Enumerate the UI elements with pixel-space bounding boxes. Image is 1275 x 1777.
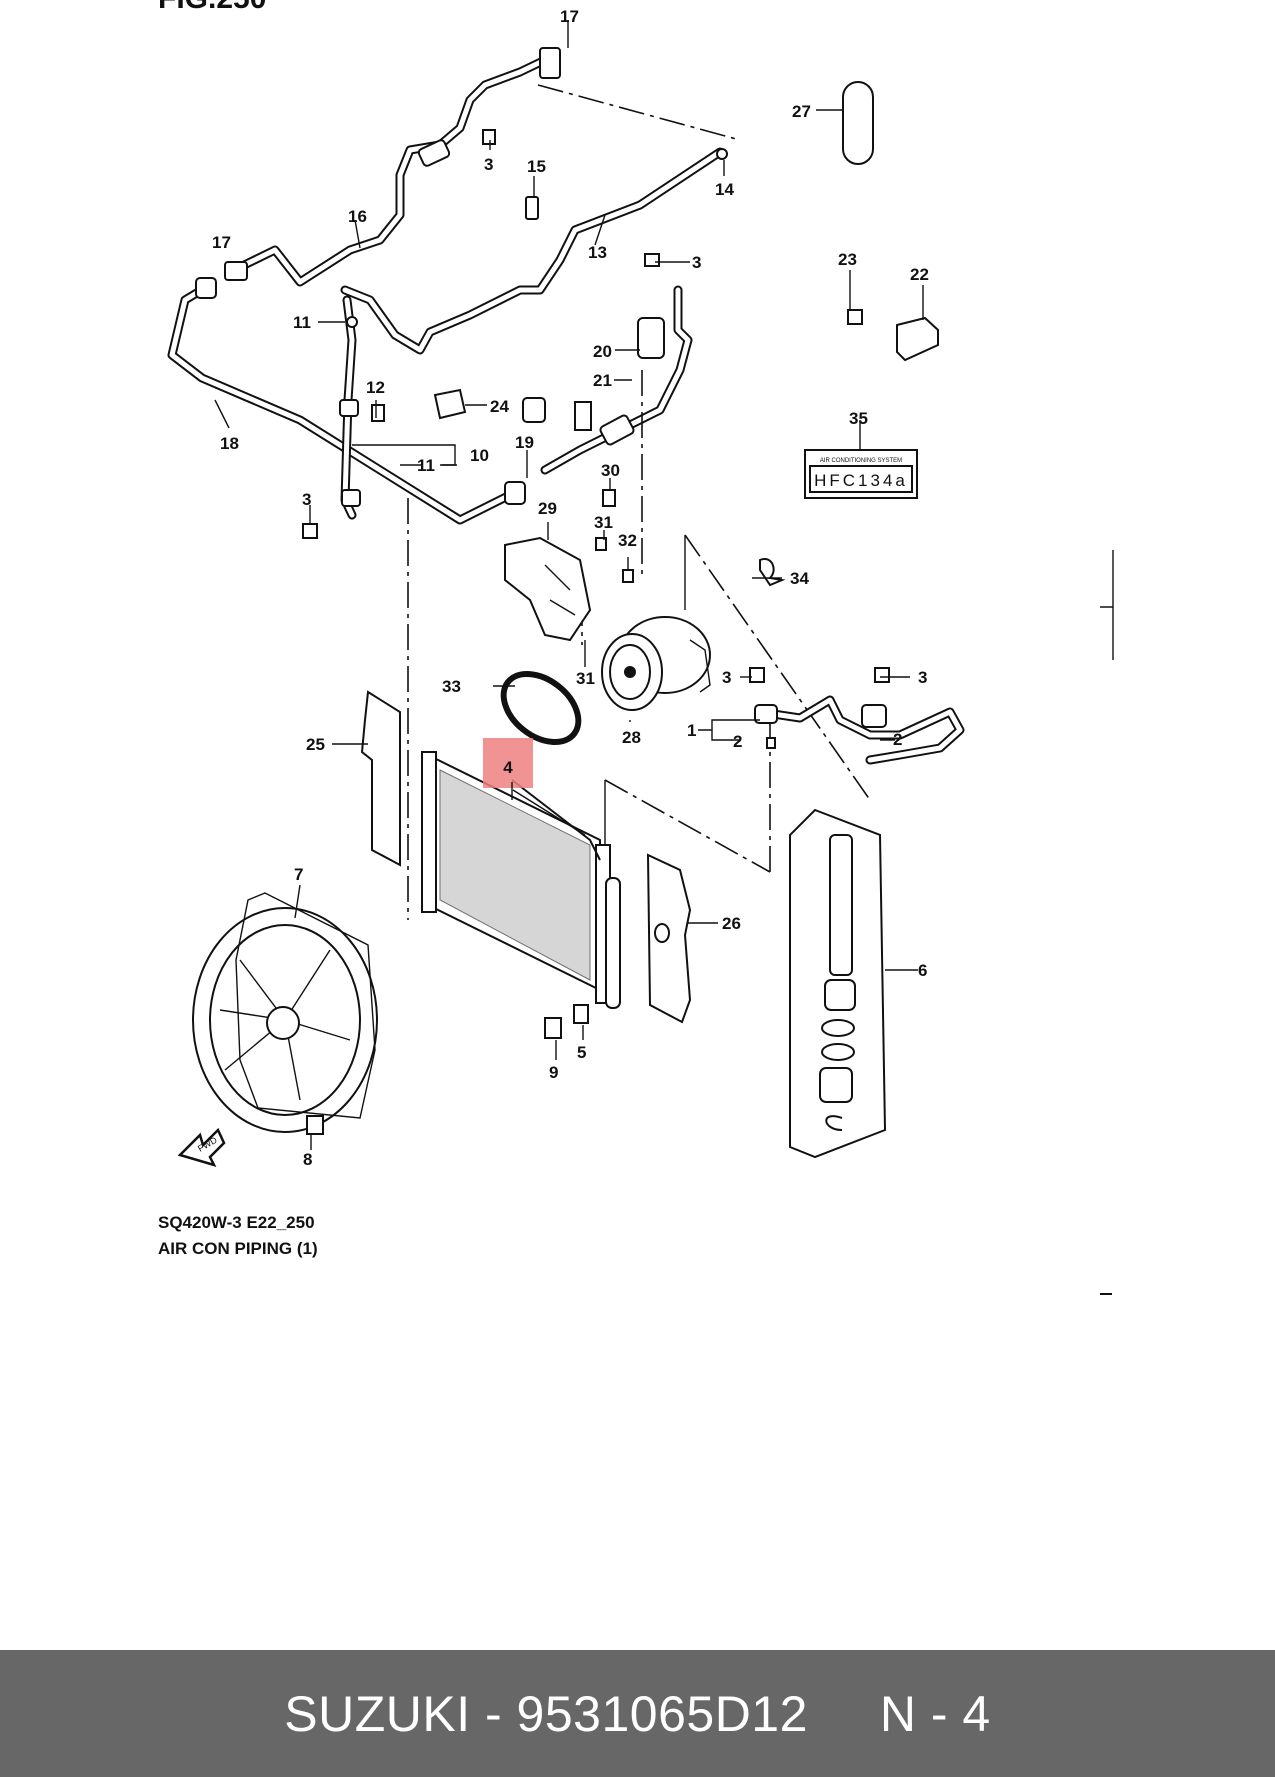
callout-3-c: 3 [302, 490, 311, 509]
callout-25: 25 [306, 735, 325, 754]
callout-20: 20 [593, 342, 612, 361]
callout-2-a: 2 [733, 732, 742, 751]
callout-7: 7 [294, 865, 303, 884]
belt-33 [500, 671, 582, 745]
callout-3-e: 3 [918, 668, 927, 687]
callout-30: 30 [601, 461, 620, 480]
callout-33: 33 [442, 677, 461, 696]
footer-part-text: SUZUKI - 9531065D12 N - 4 [284, 1685, 991, 1742]
callout-11-a: 11 [293, 313, 311, 332]
figure-title: FIG.250 [158, 0, 266, 15]
parts-diagram: FIG.250 [158, 0, 1114, 1295]
scroll-marker [1100, 550, 1114, 660]
callout-11-b: 11 [417, 456, 435, 475]
callout-31-b: 31 [576, 669, 595, 688]
condenser-4 [421, 751, 621, 1009]
drawing-code: SQ420W-3 E22_250 [158, 1213, 315, 1232]
callout-21: 21 [593, 371, 612, 390]
callout-12: 12 [366, 378, 385, 397]
pipe-1 [754, 695, 965, 765]
pipe-13 [340, 147, 728, 355]
callout-23: 23 [838, 250, 857, 269]
callout-8: 8 [303, 1150, 312, 1169]
hose-20 [540, 285, 693, 475]
callout-1: 1 [687, 721, 696, 740]
callout-27: 27 [792, 102, 811, 121]
callout-13: 13 [588, 243, 607, 262]
callout-31-a: 31 [594, 513, 613, 532]
fwd-arrow: FWD [177, 1127, 226, 1168]
callout-16: 16 [348, 207, 367, 226]
callout-17-left: 17 [212, 233, 231, 252]
callout-6: 6 [918, 961, 927, 980]
callout-26: 26 [722, 914, 741, 933]
callout-34: 34 [790, 569, 809, 588]
pipe-16 [224, 47, 561, 287]
footer-bar: SUZUKI - 9531065D12 N - 4 [0, 1650, 1275, 1777]
hardware-parts [302, 129, 939, 1135]
callout-5: 5 [577, 1043, 586, 1062]
callout-32: 32 [618, 531, 637, 550]
callout-28: 28 [622, 728, 641, 747]
callout-10: 10 [470, 446, 489, 465]
callout-leaders [214, 20, 924, 1150]
hfc-label-header: AIR CONDITIONING SYSTEM [820, 458, 902, 464]
callout-22: 22 [910, 265, 929, 284]
hfc-label-text: HFC134a [814, 471, 908, 490]
panel-25 [360, 690, 401, 867]
callout-9: 9 [549, 1063, 558, 1082]
callout-19: 19 [515, 433, 534, 452]
drier-kit-6 [789, 808, 887, 1159]
bracket-29 [504, 536, 592, 642]
fan-7 [192, 892, 378, 1133]
callout-3-b: 3 [692, 253, 701, 272]
hfc-label-35: AIR CONDITIONING SYSTEM HFC134a [804, 449, 918, 499]
part-27 [842, 81, 874, 165]
callout-numbers: 17 17 3 15 14 13 16 27 3 23 22 11 20 21 … [212, 7, 929, 1169]
pipe-10 [339, 295, 361, 520]
callout-17-top: 17 [560, 7, 579, 26]
callout-35: 35 [849, 409, 868, 428]
callout-24: 24 [490, 397, 509, 416]
pipe-18 [167, 277, 526, 525]
callout-29: 29 [538, 499, 557, 518]
highlighted-callout-4[interactable]: 4 [483, 738, 533, 800]
callout-2-b: 2 [893, 730, 902, 749]
compressor-28 [601, 616, 711, 711]
panel-26 [646, 853, 692, 1024]
callout-18: 18 [220, 434, 239, 453]
callout-15: 15 [527, 157, 546, 176]
callout-14: 14 [715, 180, 734, 199]
callout-4: 4 [503, 758, 513, 777]
callout-3-d: 3 [722, 668, 731, 687]
callout-3-a: 3 [484, 155, 493, 174]
drawing-name: AIR CON PIPING (1) [158, 1239, 318, 1258]
